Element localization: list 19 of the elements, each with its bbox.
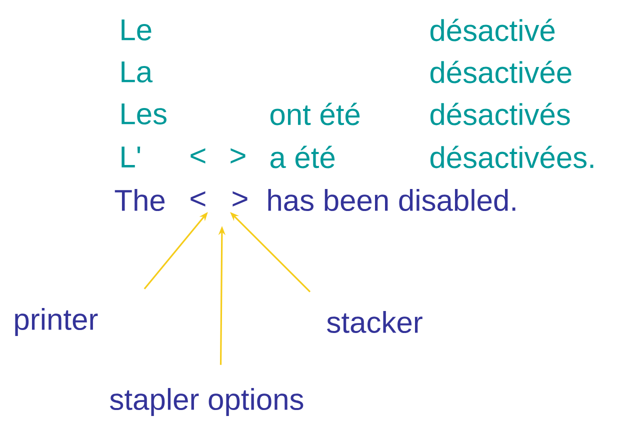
angle-bracket: >	[232, 191, 248, 206]
sentence-word: L'	[122, 146, 140, 168]
sentence-word: désactivées.	[430, 146, 594, 168]
sentence-word: The	[114, 189, 165, 212]
sentence-word: Le	[122, 20, 152, 40]
sentence-word: désactivés	[430, 102, 570, 126]
angle-bracket: <	[190, 191, 206, 206]
sentence-word: has been disabled.	[268, 189, 516, 212]
sentence-word: désactivé	[430, 18, 555, 42]
sentence-word: >	[230, 148, 246, 164]
callout-label: printer	[15, 308, 98, 336]
sentence-word: a été	[270, 146, 335, 168]
sentence-word: désactivée	[430, 60, 572, 84]
sentence-word: ont été	[270, 102, 360, 126]
sentence-word: La	[122, 62, 153, 82]
callout-label: stacker	[327, 311, 422, 334]
sentence-word: <	[190, 148, 206, 164]
sentence-word: Les	[122, 104, 166, 124]
callout-label: stapler options	[110, 388, 304, 416]
